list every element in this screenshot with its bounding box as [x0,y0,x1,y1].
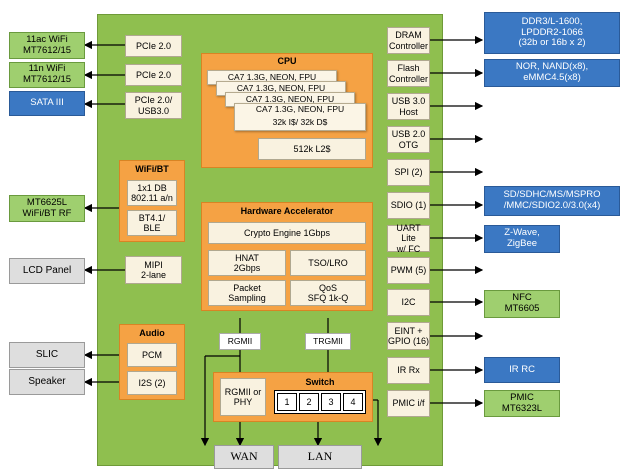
pcie-block-2: PCIe 2.0 [125,64,182,86]
wifi-bt-title: WiFi/BT [135,163,169,174]
cpu-cache-label: 32k I$/ 32k D$ [272,117,328,128]
ext-pmic: PMIC MT6323L [484,390,560,417]
ext-ir-rc: IR RC [484,357,560,383]
switch-port-3: 3 [321,393,341,411]
ext-ddr: DDR3/L-1600, LPDDR2-1066 (32b or 16b x 2… [484,12,620,54]
ext-zwave-zigbee: Z-Wave, ZigBee [484,225,560,253]
rgmii-phy-block: RGMII or PHY [220,378,266,416]
usb2-otg-block: USB 2.0 OTG [387,126,430,153]
ext-nfc: NFC MT6605 [484,290,560,318]
ext-lcd-panel: LCD Panel [9,258,85,284]
qos-block: QoS SFQ 1k-Q [290,280,366,306]
hw-accelerator-title: Hardware Accelerator [240,205,334,216]
pwm-block: PWM (5) [387,257,430,284]
ir-rx-block: IR Rx [387,357,430,384]
ext-wan: WAN [214,445,274,469]
ext-slic: SLIC [9,342,85,368]
ext-sd: SD/SDHC/MS/MSPRO /MMC/SDIO2.0/3.0(x4) [484,186,620,216]
cpu-title: CPU [277,56,297,67]
ext-sata: SATA III [9,91,85,116]
pmic-if-block: PMIC i/f [387,390,430,417]
ext-11ac-wifi: 11ac WiFi MT7612/15 [9,32,85,59]
hnat-block: HNAT 2Gbps [208,250,286,276]
l2-cache-block: 512k L2$ [258,138,366,160]
pcie-usb3-block: PCIe 2.0/ USB3.0 [125,92,182,119]
ext-nor-nand: NOR, NAND(x8), eMMC4.5(x8) [484,59,620,87]
mipi-block: MIPI 2-lane [125,256,182,284]
cpu-core-4 [234,103,366,131]
ext-mt6625l: MT6625L WiFi/BT RF [9,195,85,222]
tso-lro-block: TSO/LRO [290,250,366,276]
sdio-block: SDIO (1) [387,192,430,219]
trgmii-label: TRGMII [305,333,351,350]
bt-block: BT4.1/ BLE [127,210,177,236]
i2c-block: I2C [387,289,430,316]
ext-speaker: Speaker [9,369,85,395]
dram-controller-block: DRAM Controller [387,27,430,54]
switch-port-2: 2 [299,393,319,411]
i2s-block: I2S (2) [127,371,177,395]
cpu-core-4-label: CA7 1.3G, NEON, FPU [255,104,345,115]
crypto-engine-block: Crypto Engine 1Gbps [208,222,366,244]
rgmii-label: RGMII [219,333,261,350]
switch-port-1: 1 [277,393,297,411]
pcie-block-1: PCIe 2.0 [125,35,182,57]
flash-controller-block: Flash Controller [387,60,430,87]
switch-title: Switch [305,377,335,388]
usb3-host-block: USB 3.0 Host [387,93,430,120]
switch-port-4: 4 [343,393,363,411]
ext-11n-wifi: 11n WiFi MT7612/15 [9,62,85,88]
uart-block: UART Lite w/ FC [387,223,430,254]
eint-gpio-block: EINT + GPIO (16) [387,322,430,350]
pcm-block: PCM [127,343,177,367]
ext-lan: LAN [278,445,362,469]
audio-title: Audio [139,327,165,338]
wifi-db-block: 1x1 DB 802.11 a/n [127,180,177,206]
spi-block: SPI (2) [387,159,430,186]
packet-sampling-block: Packet Sampling [208,280,286,306]
